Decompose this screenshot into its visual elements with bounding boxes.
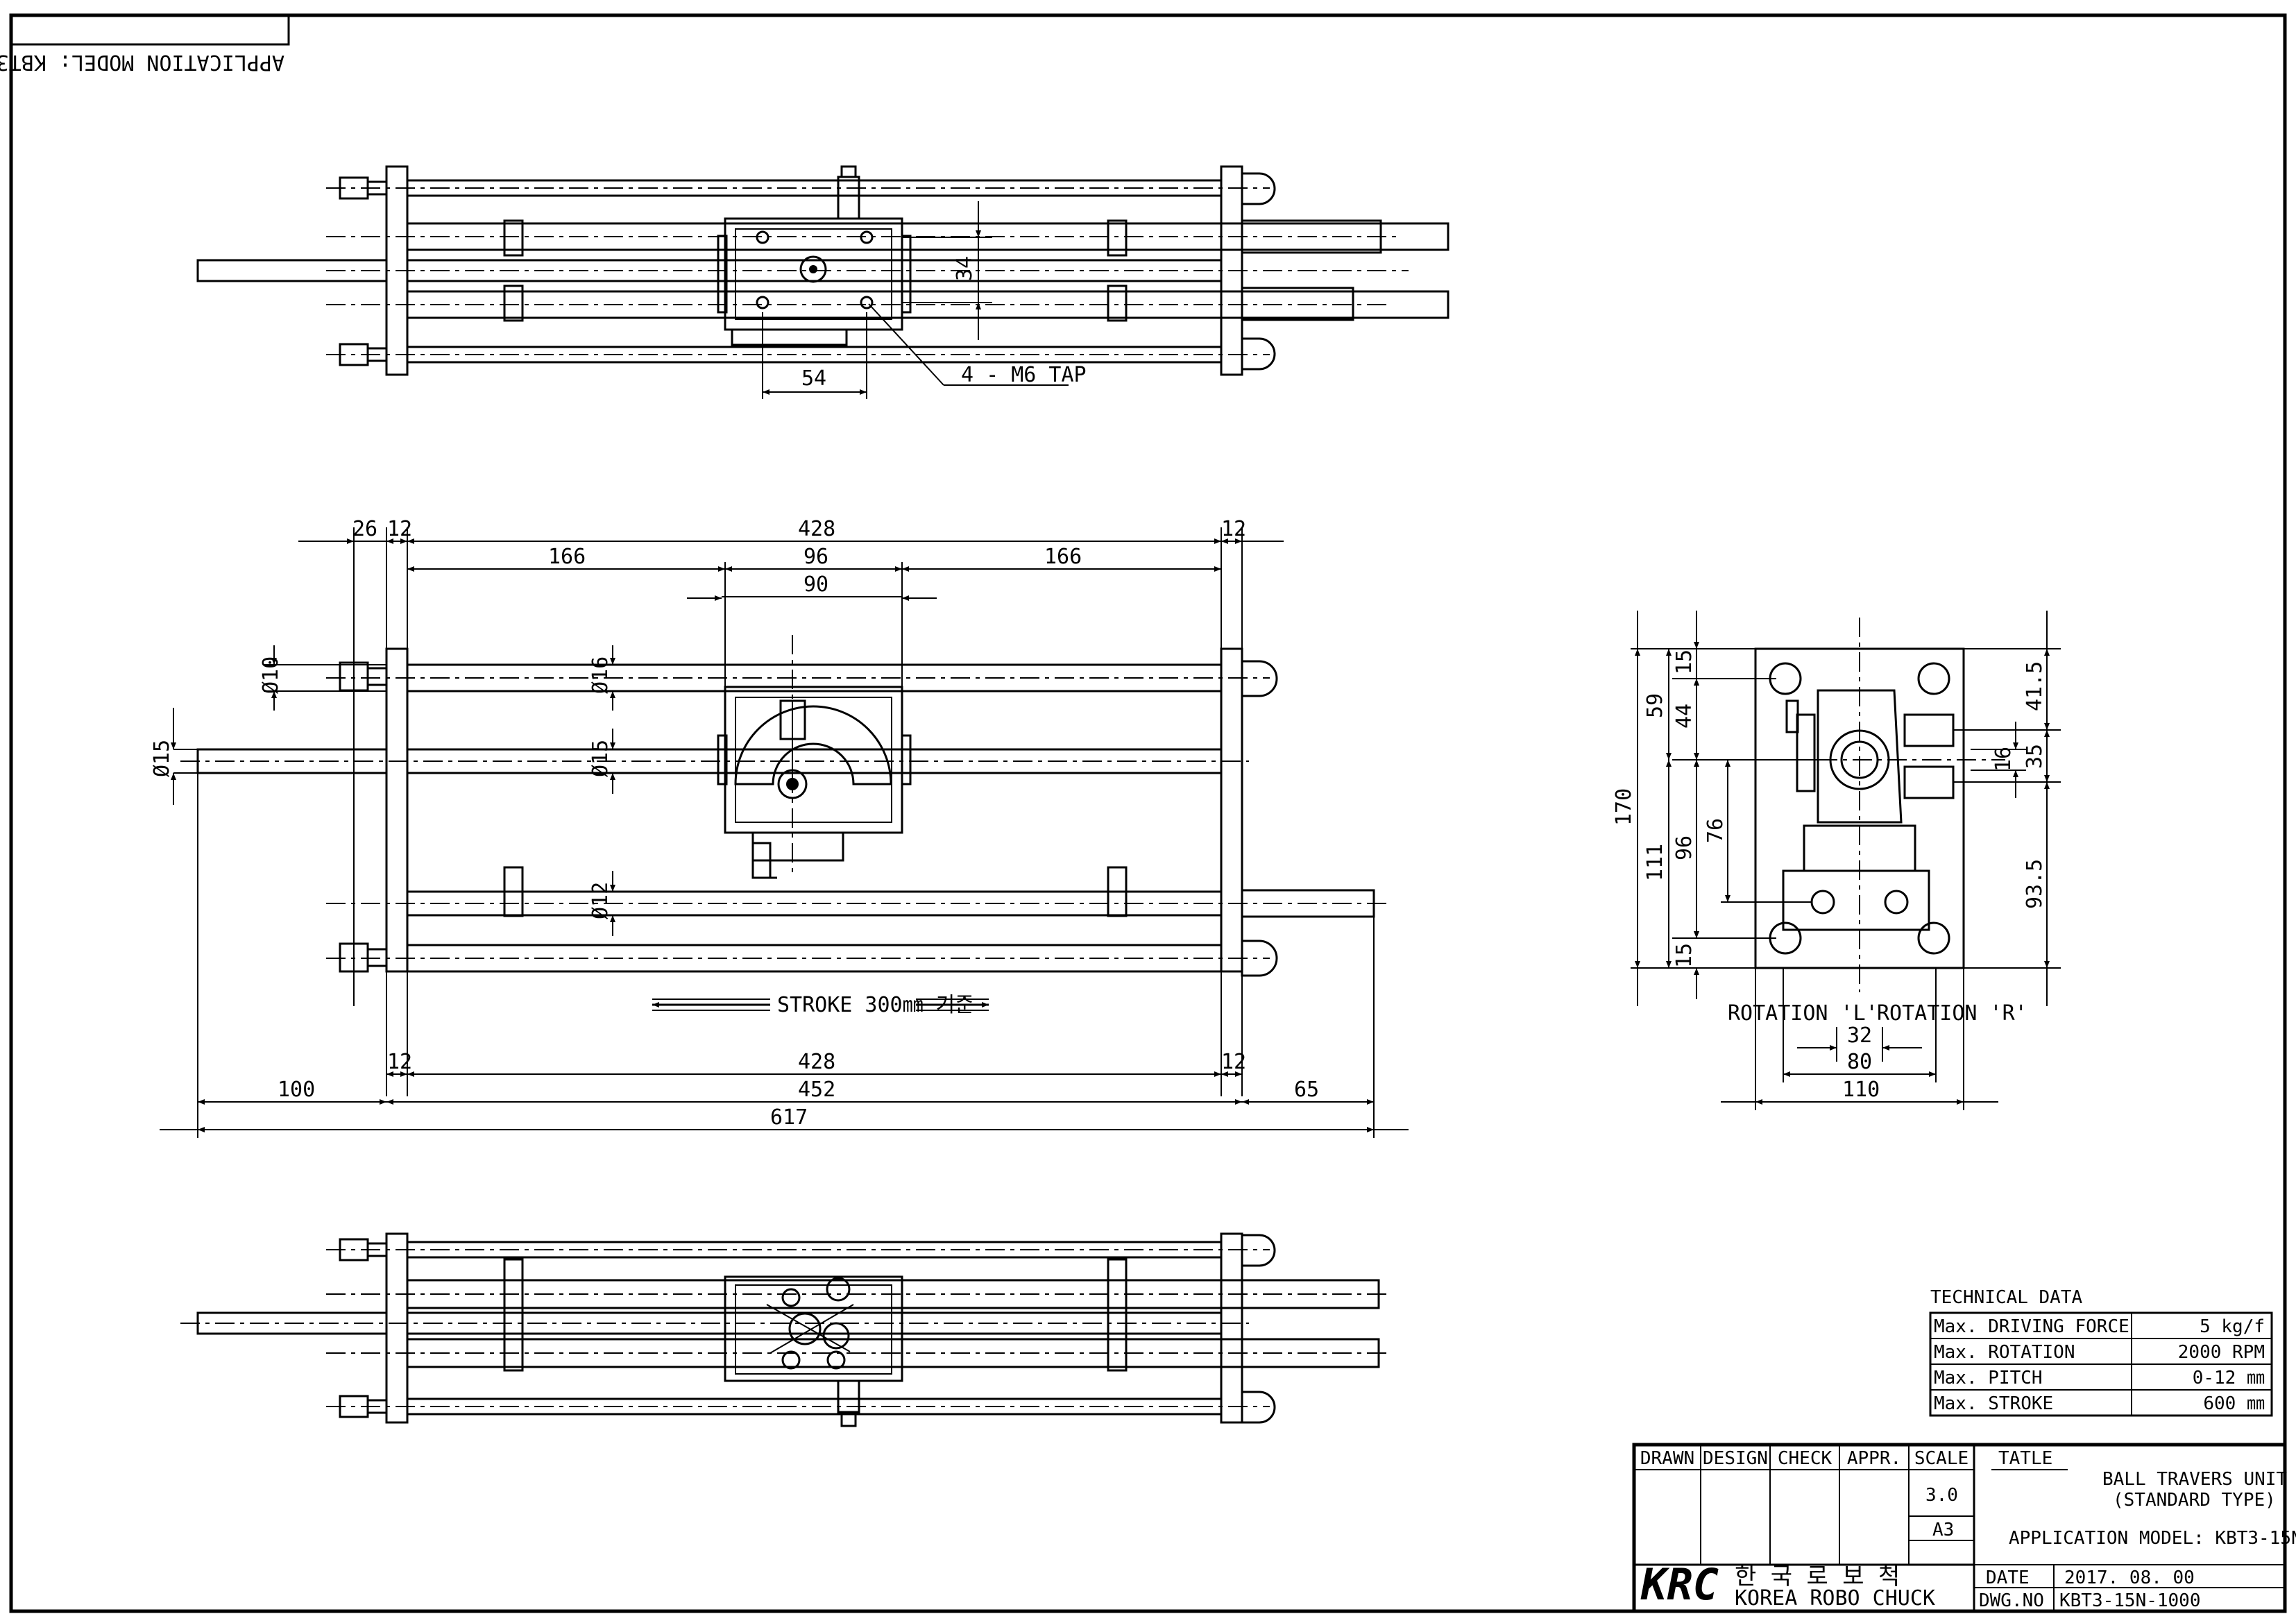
paper-size: A3	[1932, 1520, 1954, 1540]
carriage-front	[724, 686, 903, 834]
dim-452: 452	[798, 1078, 835, 1102]
dim-166-left: 166	[548, 545, 586, 569]
front-view: 26 12 428 12 166 96 166 90 Ø10 Ø15 Ø16	[150, 517, 1409, 1138]
company-korean: 한 국 로 보 척	[1735, 1563, 1900, 1590]
company-english: KOREA ROBO CHUCK	[1735, 1586, 1935, 1611]
m6-tap-note: 4 - M6 TAP	[961, 363, 1087, 387]
title-line-1: BALL TRAVERS UNIT	[2102, 1469, 2287, 1490]
technical-data-title: TECHNICAL DATA	[1930, 1287, 2082, 1308]
technical-data-value: 600 ㎜	[2203, 1393, 2265, 1414]
side-dim-41-5: 41.5	[2023, 661, 2047, 711]
bottom-view	[180, 1232, 1388, 1427]
dwg-value: KBT3-15N-1000	[2059, 1590, 2201, 1611]
side-dim-32: 32	[1847, 1023, 1872, 1048]
date-value: 2017. 08. 00	[2064, 1567, 2195, 1588]
dim-phi10: Ø10	[259, 656, 283, 694]
flipped-header-text: APPLICATION MODEL: KBT3-15N	[0, 50, 284, 74]
dim-12-top-right: 12	[1221, 517, 1246, 541]
tatle-label: TATLE	[1998, 1448, 2052, 1469]
dim-phi15-left: Ø15	[150, 740, 174, 777]
dim-90: 90	[803, 572, 828, 597]
title-block-header-cell: APPR.	[1847, 1448, 1901, 1469]
dim-54: 54	[801, 366, 826, 391]
dim-96: 96	[803, 545, 828, 569]
dim-100: 100	[278, 1078, 315, 1102]
technical-data-label: Max. DRIVING FORCE	[1934, 1316, 2129, 1337]
technical-data-value: 2000 RPM	[2178, 1342, 2265, 1363]
side-dim-59: 59	[1643, 693, 1667, 718]
side-dim-170: 170	[1612, 788, 1636, 826]
side-dim-44: 44	[1672, 704, 1697, 729]
technical-data-label: Max. PITCH	[1934, 1368, 2043, 1388]
side-dim-16: 16	[1991, 747, 2016, 772]
dim-428-bottom: 428	[798, 1050, 835, 1074]
dwg-label: DWG.NO	[1979, 1590, 2044, 1611]
side-dim-110: 110	[1842, 1078, 1880, 1102]
dim-phi16: Ø16	[588, 656, 613, 694]
dim-26: 26	[352, 517, 377, 541]
technical-data-value: 5 kg/f	[2200, 1316, 2265, 1337]
dim-12-bottom-right: 12	[1221, 1050, 1246, 1074]
rotation-r-label: ROTATION 'R'	[1877, 1001, 2027, 1026]
dim-12-top-left: 12	[387, 517, 412, 541]
end-plate-right-front	[1220, 647, 1243, 973]
side-dim-35: 35	[2023, 744, 2047, 769]
dim-428-top: 428	[798, 517, 835, 541]
side-dim-76: 76	[1703, 818, 1728, 843]
technical-data-value: 0-12 ㎜	[2193, 1368, 2265, 1388]
technical-data-label: Max. STROKE	[1934, 1393, 2053, 1414]
dim-12-bottom-left: 12	[387, 1050, 412, 1074]
dim-phi12: Ø12	[588, 882, 613, 919]
scale-value: 3.0	[1925, 1485, 1958, 1506]
carriage-top	[724, 217, 903, 331]
date-label: DATE	[1986, 1567, 2030, 1588]
dim-34: 34	[953, 256, 977, 281]
title-block-header-cell: CHECK	[1778, 1448, 1832, 1469]
side-dim-15-top: 15	[1672, 649, 1697, 674]
dim-166-right: 166	[1044, 545, 1082, 569]
title-block-header-cell: DRAWN	[1640, 1448, 1694, 1469]
side-dim-96: 96	[1672, 835, 1697, 860]
dim-617: 617	[770, 1105, 808, 1130]
title-block-header-cell: SCALE	[1914, 1448, 1968, 1469]
title-line-2: (STANDARD TYPE)	[2113, 1490, 2276, 1511]
top-view: 34 54 4 - M6 TAP	[196, 165, 1449, 399]
side-dim-80: 80	[1847, 1050, 1872, 1074]
side-dim-15-bottom: 15	[1672, 943, 1697, 968]
end-plate-left-front	[385, 647, 409, 973]
rotation-l-label: ROTATION 'L'	[1728, 1001, 1878, 1026]
title-block-header-cell: DESIGN	[1703, 1448, 1768, 1469]
dim-phi15-center: Ø15	[588, 740, 613, 777]
side-view: 170 59 111 15 44 96 15 76 41.5 35 93.5	[1612, 611, 2061, 1110]
side-dim-93-5: 93.5	[2023, 859, 2047, 909]
drawing-frame	[9, 13, 2287, 1613]
title-application-model: APPLICATION MODEL: KBT3-15N	[2009, 1528, 2296, 1549]
technical-data-label: Max. ROTATION	[1934, 1342, 2075, 1363]
krc-logo: KRC	[1640, 1559, 1719, 1610]
side-dim-111: 111	[1643, 844, 1667, 881]
flipped-header: APPLICATION MODEL: KBT3-15N	[0, 14, 290, 74]
title-block-headers: DRAWN DESIGN CHECK APPR. SCALE	[1640, 1448, 1968, 1469]
dim-65: 65	[1294, 1078, 1319, 1102]
